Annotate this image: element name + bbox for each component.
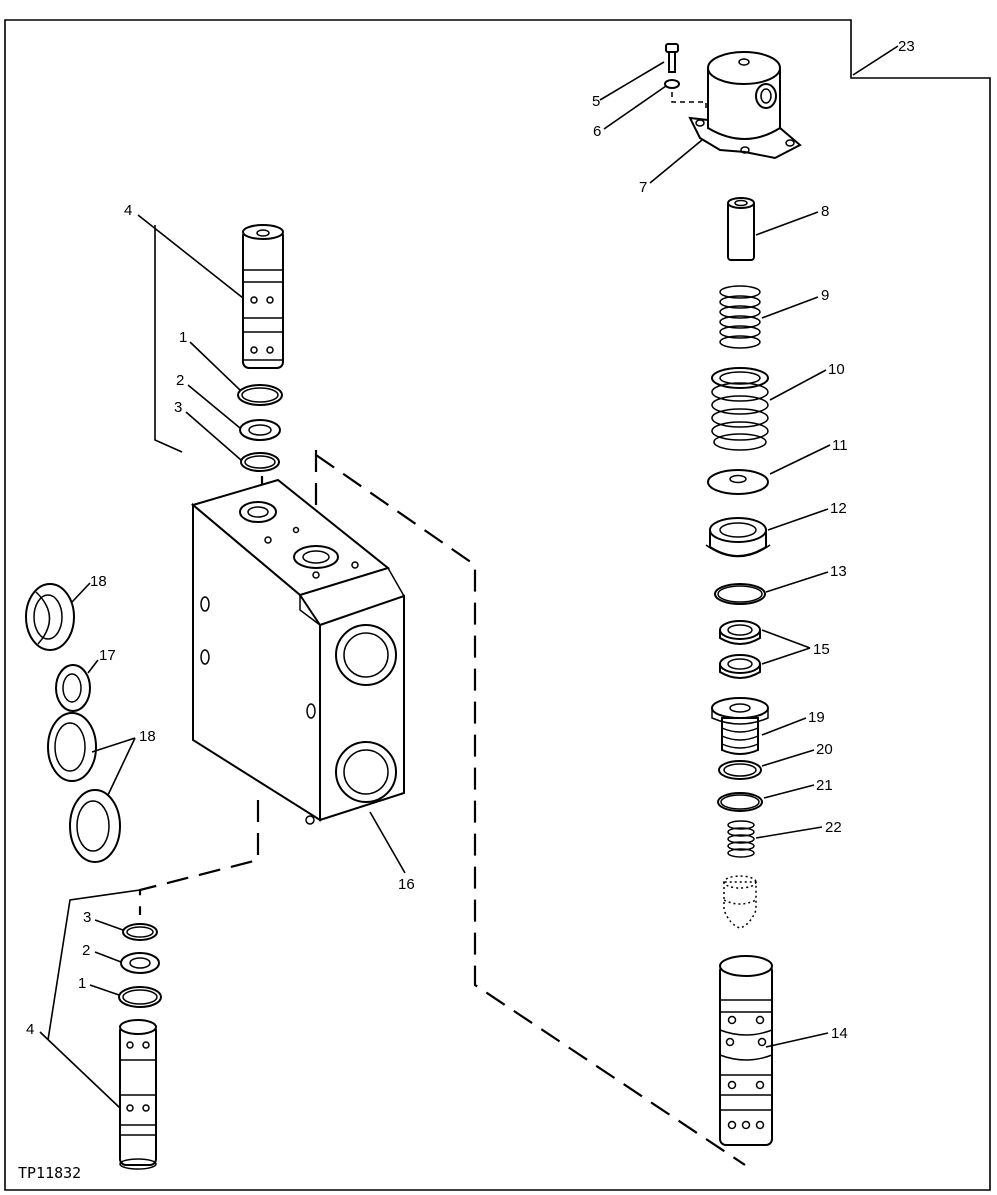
part-4-top-spool	[242, 224, 284, 369]
part-20-ring	[718, 760, 762, 780]
callout-labels: 4 1 2 3 18 17 18 16 3 2 1 4 5 6 7 23 8 9…	[26, 38, 915, 1042]
part-15-ring-bottom	[719, 654, 761, 679]
part-7-cover	[688, 51, 802, 160]
part-4-bottom-spool	[119, 1019, 157, 1170]
callout-18-top: 18	[90, 573, 107, 590]
part-3-top-oring	[240, 452, 280, 472]
callout-13: 13	[830, 563, 847, 580]
callout-12: 12	[830, 500, 847, 517]
callout-15: 15	[813, 641, 830, 658]
part-2-top-seal	[239, 419, 281, 441]
phantom-poppet	[723, 875, 757, 929]
callout-4-bottom: 4	[26, 1021, 34, 1038]
part-16-valve-housing	[190, 478, 405, 825]
part-9-spring	[719, 285, 761, 349]
callout-20: 20	[816, 741, 833, 758]
callout-4-top: 4	[124, 202, 132, 219]
part-3-bottom-oring	[122, 923, 158, 941]
callout-7: 7	[639, 179, 647, 196]
callout-2-bottom: 2	[82, 942, 90, 959]
part-6-washer	[664, 79, 680, 89]
part-18-middle-seal	[47, 712, 97, 782]
callout-17: 17	[99, 647, 116, 664]
callout-22: 22	[825, 819, 842, 836]
callout-5: 5	[592, 93, 600, 110]
part-2-bottom-seal	[120, 952, 160, 974]
callout-3-top: 3	[174, 399, 182, 416]
part-1-bottom-oring	[118, 986, 162, 1008]
part-10-spring	[711, 367, 769, 451]
figure-code: TP11832	[18, 1164, 81, 1182]
leader-lines	[39, 45, 899, 1109]
part-1-top-oring	[237, 384, 283, 406]
callout-6: 6	[593, 123, 601, 140]
callout-18-bottom: 18	[139, 728, 156, 745]
part-19-plug	[711, 697, 769, 755]
part-15-ring-top	[719, 620, 761, 645]
callout-8: 8	[821, 203, 829, 220]
callout-16: 16	[398, 876, 415, 893]
part-13-oring	[714, 583, 766, 605]
part-18-bottom-seal	[69, 789, 121, 863]
callout-9: 9	[821, 287, 829, 304]
callout-21: 21	[816, 777, 833, 794]
callout-23: 23	[898, 38, 915, 55]
part-5-cap-screw	[665, 43, 679, 73]
callout-10: 10	[828, 361, 845, 378]
part-21-oring	[717, 792, 763, 812]
callout-14: 14	[831, 1025, 848, 1042]
callout-1-bottom: 1	[78, 975, 86, 992]
callout-3-bottom: 3	[83, 909, 91, 926]
part-18-top-seal	[25, 583, 75, 651]
callout-2-top: 2	[176, 372, 184, 389]
callout-1-top: 1	[179, 329, 187, 346]
part-17-seal	[55, 664, 91, 712]
part-11-washer	[707, 469, 769, 495]
part-8-sleeve	[727, 197, 755, 261]
callout-19: 19	[808, 709, 825, 726]
part-14-spool	[719, 955, 773, 1146]
part-22-spring	[727, 820, 755, 858]
part-12-spring-seat	[705, 517, 771, 558]
callout-11: 11	[832, 437, 848, 454]
diagram-frame	[4, 19, 991, 1191]
